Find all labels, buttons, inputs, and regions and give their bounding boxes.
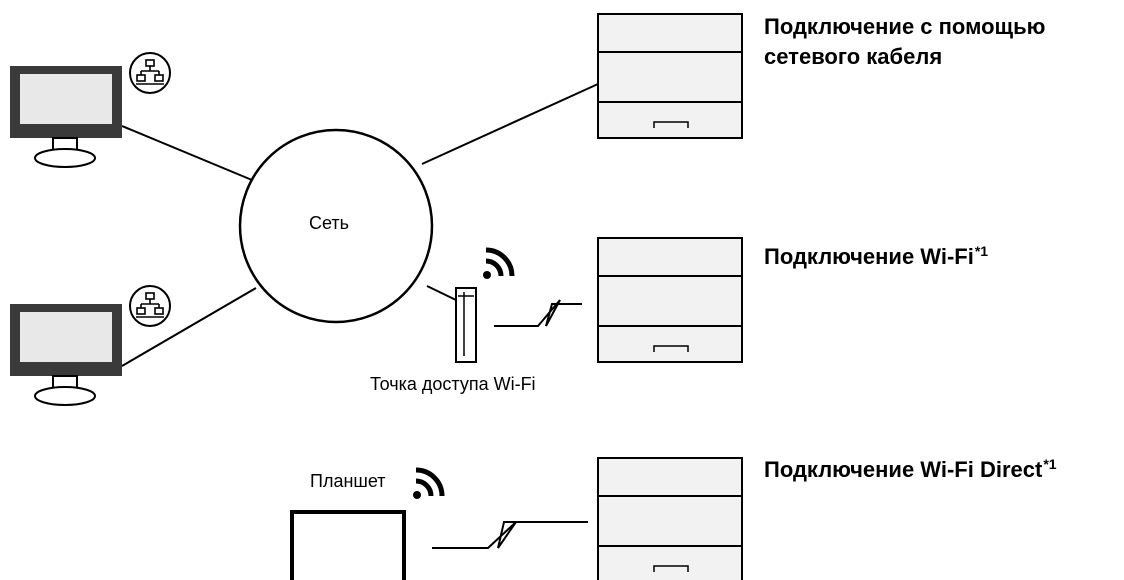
- printer-icon: [597, 457, 743, 580]
- network-icon: [129, 285, 171, 327]
- tablet-label: Планшет: [310, 471, 386, 491]
- wifi-connection-title: Подключение Wi-Fi: [764, 244, 974, 269]
- access-point: [455, 247, 515, 363]
- monitor-icon: [10, 66, 122, 168]
- computer-top: [10, 52, 171, 168]
- wifi-connection-footnote: *1: [974, 243, 989, 259]
- printer-wifi: [597, 237, 743, 363]
- cable-line-access-point: [426, 285, 457, 301]
- cable-line-printer: [421, 83, 599, 165]
- wifi-direct-connection-footnote: *1: [1043, 456, 1057, 472]
- cable-line-top-computer: [121, 125, 253, 181]
- monitor-icon: [10, 304, 122, 406]
- access-point-label: Точка доступа Wi-Fi: [370, 374, 536, 394]
- tablet: [290, 467, 445, 580]
- printer-icon: [597, 13, 743, 139]
- printer-icon: [597, 237, 743, 363]
- wifi-signal-line: [494, 299, 582, 327]
- wifi-direct-signal-line: [432, 521, 588, 549]
- wifi-connection-heading: Подключение Wi-Fi*1: [764, 242, 988, 272]
- cable-line-bottom-computer: [121, 287, 257, 367]
- cable-connection-heading: Подключение с помощью сетевого кабеля: [764, 12, 1045, 72]
- computer-bottom: [10, 285, 171, 406]
- wifi-icon: [483, 247, 515, 279]
- connection-lines: [121, 83, 599, 367]
- network-circle: [238, 128, 434, 324]
- printer-cable: [597, 13, 743, 139]
- tablet-icon: [290, 510, 406, 580]
- wifi-icon: [413, 467, 445, 499]
- network-icon: [129, 52, 171, 94]
- access-point-icon: [455, 287, 477, 363]
- printer-wifi-direct: [597, 457, 743, 580]
- cable-connection-title-line1: Подключение с помощью: [764, 14, 1046, 39]
- network-label: Сеть: [309, 213, 350, 233]
- cable-connection-title-line2: сетевого кабеля: [764, 44, 943, 69]
- wifi-direct-connection-title: Подключение Wi-Fi Direct: [764, 457, 1043, 482]
- wifi-direct-connection-heading: Подключение Wi-Fi Direct*1: [764, 455, 1057, 485]
